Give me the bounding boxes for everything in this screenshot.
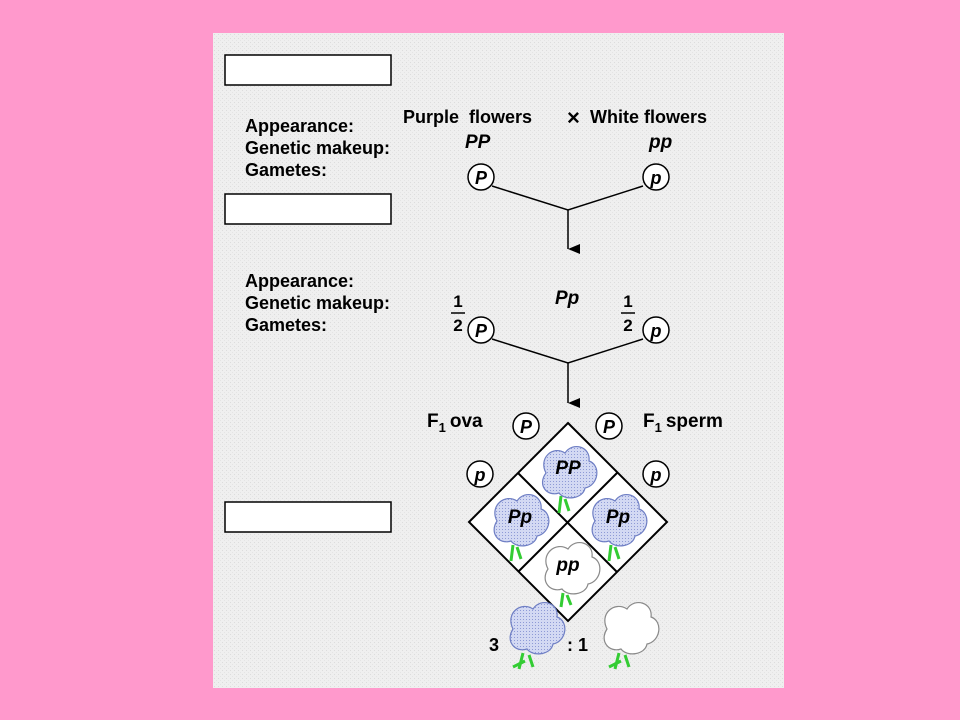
- cell-bottom-genotype: pp: [555, 555, 579, 576]
- gamete-dominant-p: P: [475, 168, 488, 188]
- ratio-purple-flower-icon: [509, 601, 566, 670]
- label-box-f2-generation[interactable]: [224, 501, 392, 533]
- purple-genotype: PP: [465, 132, 491, 153]
- ova-top: P: [520, 417, 533, 437]
- panel-texture: [213, 33, 784, 688]
- diagram-panel: Appearance: Genetic makeup: Gametes: Pur…: [213, 33, 784, 688]
- sperm-top: P: [603, 417, 616, 437]
- cell-right-genotype: Pp: [606, 507, 630, 528]
- ratio-white-flower-icon: [603, 601, 660, 670]
- appearance-label-p: Appearance:: [245, 116, 354, 136]
- flower-icon-bottom-white: [544, 541, 601, 608]
- gametes-label-f1: Gametes:: [245, 315, 327, 335]
- white-genotype: pp: [648, 132, 672, 153]
- monohybrid-cross-diagram: Appearance: Genetic makeup: Gametes: Pur…: [213, 33, 784, 688]
- genetic-makeup-label-f1: Genetic makeup:: [245, 293, 390, 313]
- fraction-denominator-left: 2: [453, 316, 462, 335]
- white-flowers-text: White flowers: [590, 107, 707, 127]
- flower-icon-left-purple: [493, 493, 550, 562]
- appearance-label-f1: Appearance:: [245, 271, 354, 291]
- ova-circle-top: [512, 412, 540, 440]
- label-box-f1-generation[interactable]: [224, 193, 392, 225]
- ova-circle-bottom: [466, 460, 494, 488]
- genetic-makeup-label-p: Genetic makeup:: [245, 138, 390, 158]
- gamete-circle-dominant-p: [467, 163, 495, 191]
- gamete-dominant-f1: P: [475, 321, 488, 341]
- gamete-circle-recessive-f1: [642, 316, 670, 344]
- ova-bottom: p: [474, 465, 486, 485]
- cell-left-genotype: Pp: [508, 507, 532, 528]
- gametes-label-p: Gametes:: [245, 160, 327, 180]
- punnett-divider-2: [517, 472, 618, 573]
- gamete-recessive-f1: p: [650, 321, 662, 341]
- flower-icon-top-purple: [541, 445, 598, 514]
- purple-flowers-text: Purple flowers: [403, 107, 532, 127]
- fraction-numerator-left: 1: [453, 292, 462, 311]
- sperm-circle-bottom: [642, 460, 670, 488]
- cross-symbol: ×: [567, 105, 580, 130]
- label-box-p-generation[interactable]: [224, 54, 392, 86]
- fraction-numerator-right: 1: [623, 292, 632, 311]
- gamete-circle-recessive-p: [642, 163, 670, 191]
- gamete-recessive-p: p: [650, 168, 662, 188]
- fraction-denominator-right: 2: [623, 316, 632, 335]
- f1-genotype: Pp: [555, 288, 579, 309]
- cell-top-genotype: PP: [555, 458, 581, 479]
- sperm-bottom: p: [650, 465, 662, 485]
- ratio-separator: : 1: [567, 635, 588, 655]
- ratio-purple-count: 3: [489, 635, 499, 655]
- sperm-circle-top: [595, 412, 623, 440]
- gamete-circle-dominant-f1: [467, 316, 495, 344]
- punnett-square: [467, 421, 669, 623]
- flower-icon-right-purple: [591, 493, 648, 562]
